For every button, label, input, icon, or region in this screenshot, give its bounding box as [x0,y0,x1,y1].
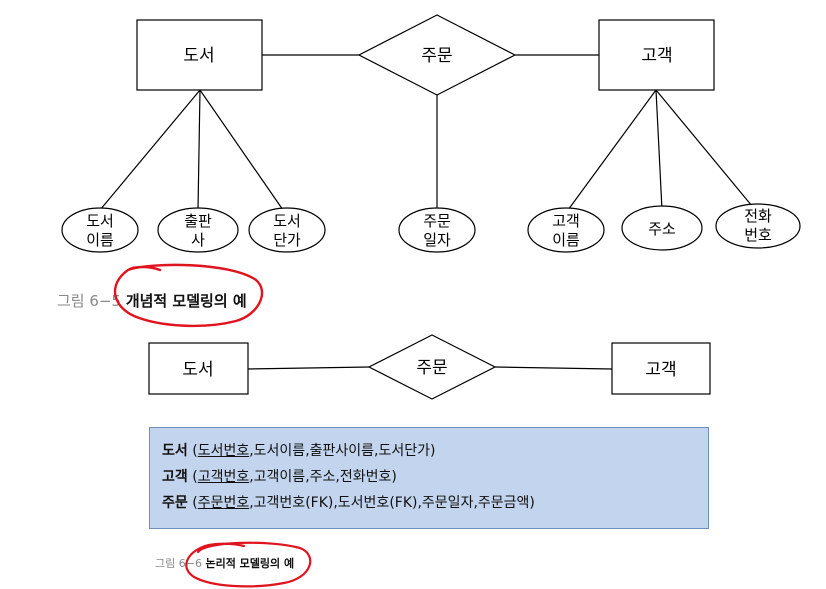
attribute-address: 주소 [621,205,703,251]
entity-customer: 고객 [598,19,715,91]
relation-attributes: ,고객번호(FK),도서번호(FK),주문일자,주문금액) [249,495,535,511]
attribute-order-date: 주문 일자 [398,207,476,253]
entity-customer-label: 고객 [641,46,672,66]
attribute-order-date-line1: 주문 [423,212,451,230]
caption-figure-6-6-title: 논리적 모델링의 예 [205,557,295,570]
logical-entity-book-label: 도서 [182,360,213,380]
logical-relationship-order-label: 주문 [416,358,447,378]
relation-attributes: ,도서이름,출판사이름,도서단가) [249,443,436,459]
relation-row-order: 주문 (주문번호,고객번호(FK),도서번호(FK),주문일자,주문금액) [162,490,696,516]
entity-book-label: 도서 [183,46,214,66]
attribute-publisher-line2: 사 [191,231,205,249]
caption-figure-6-6: 그림 6−6 논리적 모델링의 예 [155,555,294,571]
logical-entity-customer: 고객 [611,342,711,395]
relation-open: ( [187,495,198,511]
caption-figure-6-5-number: 그림 6−5 [57,292,122,310]
relationship-order-label: 주문 [421,46,452,66]
attribute-book-price-line2: 단가 [273,231,301,249]
attribute-book-price: 도서 단가 [248,207,326,253]
relation-name: 고객 [162,469,188,485]
attribute-customer-name-line2: 이름 [552,231,580,249]
attribute-order-date-line2: 일자 [423,231,451,249]
logical-entity-book: 도서 [148,342,249,395]
logical-relationship-order: 주문 [367,334,497,400]
relationship-order: 주문 [357,14,517,96]
attribute-book-name-line2: 이름 [86,231,114,249]
relation-open: ( [187,469,198,485]
relation-primary-key: 주문번호 [197,495,250,511]
connector-lines [99,54,753,211]
attribute-book-price-line1: 도서 [273,212,301,230]
logical-connector-lines [247,366,613,370]
relation-schema-box: 도서 (도서번호,도서이름,출판사이름,도서단가) 고객 (고객번호,고객이름,… [149,427,709,529]
relation-name: 주문 [162,495,188,511]
caption-figure-6-5: 그림 6−5 개념적 모델링의 예 [57,290,247,311]
logical-entity-customer-label: 고객 [645,360,676,380]
attribute-phone-line2: 번호 [744,226,772,244]
relation-row-customer: 고객 (고객번호,고객이름,주소,전화번호) [162,464,696,490]
attribute-address-label: 주소 [648,220,676,238]
attribute-phone-line1: 전화 [744,207,772,225]
attribute-phone: 전화 번호 [715,203,801,249]
caption-figure-6-6-number: 그림 6−6 [155,557,202,570]
attribute-customer-name: 고객 이름 [527,207,605,253]
entity-book: 도서 [136,19,263,91]
relation-primary-key: 고객번호 [197,469,250,485]
attribute-book-name: 도서 이름 [61,207,139,253]
relation-primary-key: 도서번호 [197,443,250,459]
attribute-publisher-line1: 출판 [184,212,212,230]
attribute-book-name-line1: 도서 [86,212,114,230]
relation-name: 도서 [162,443,188,459]
relation-row-book: 도서 (도서번호,도서이름,출판사이름,도서단가) [162,438,696,464]
attribute-customer-name-line1: 고객 [552,212,580,230]
attribute-publisher: 출판 사 [157,207,239,253]
caption-figure-6-5-title: 개념적 모델링의 예 [125,292,247,310]
relation-open: ( [187,443,198,459]
relation-attributes: ,고객이름,주소,전화번호) [249,469,397,485]
